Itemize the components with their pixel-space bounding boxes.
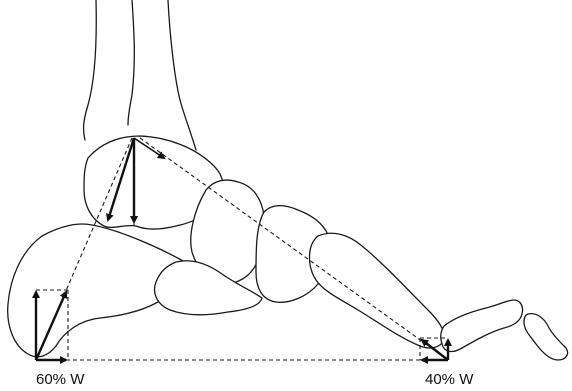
phalanx-proximal [441,300,523,351]
tibia-bone [84,0,196,150]
phalanx-distal [524,314,568,360]
metatarsal-bone [310,233,445,348]
forefoot-load-label: 40% W [425,371,473,388]
heel-load-label: 60% W [36,371,84,388]
